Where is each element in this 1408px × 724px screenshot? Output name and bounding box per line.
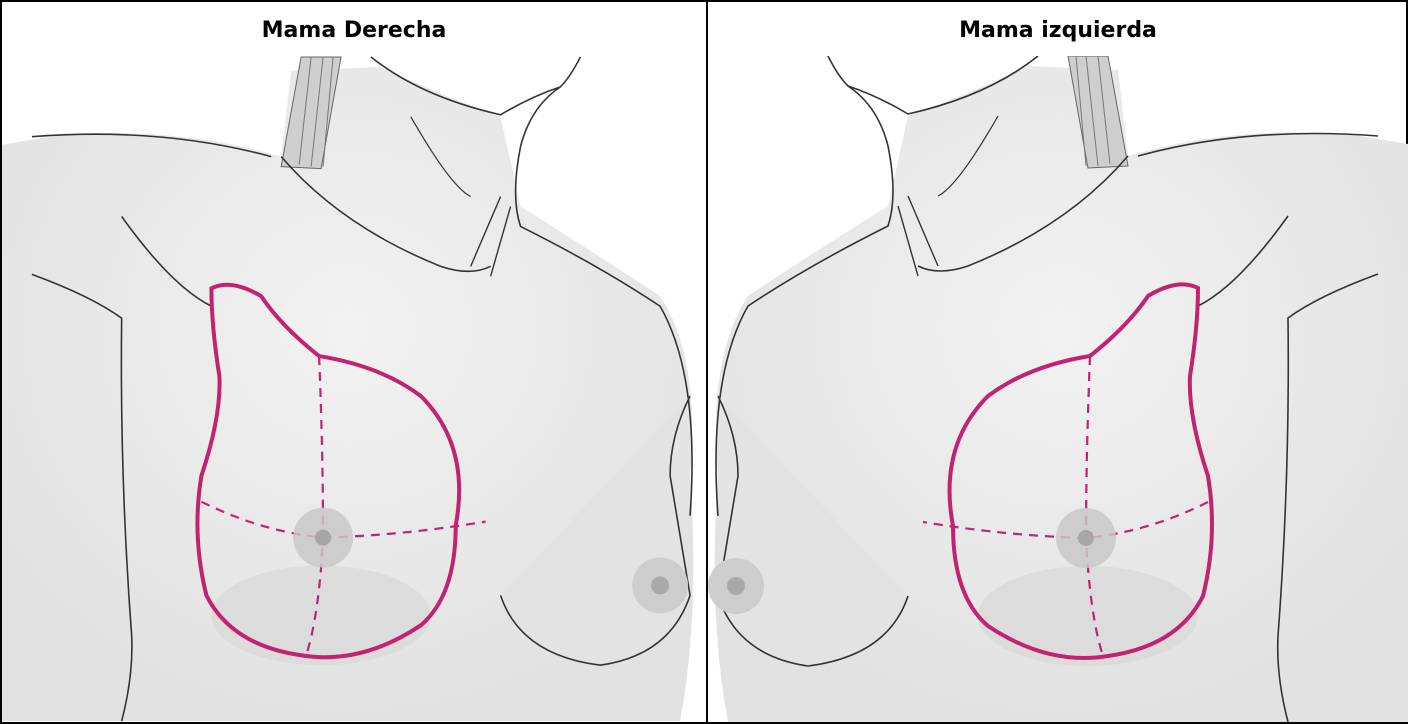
nipple bbox=[651, 576, 669, 594]
torso-illustration bbox=[2, 56, 706, 722]
panel-title: Mama Derecha bbox=[2, 2, 706, 56]
nipple bbox=[727, 577, 745, 595]
panel-left-breast: Mama izquierda bbox=[708, 2, 1408, 722]
nipple bbox=[1078, 530, 1094, 546]
panel-right-breast: Mama Derecha bbox=[2, 2, 708, 722]
torso-illustration bbox=[708, 56, 1408, 722]
panel-title: Mama izquierda bbox=[708, 2, 1408, 56]
nipple bbox=[315, 530, 331, 546]
